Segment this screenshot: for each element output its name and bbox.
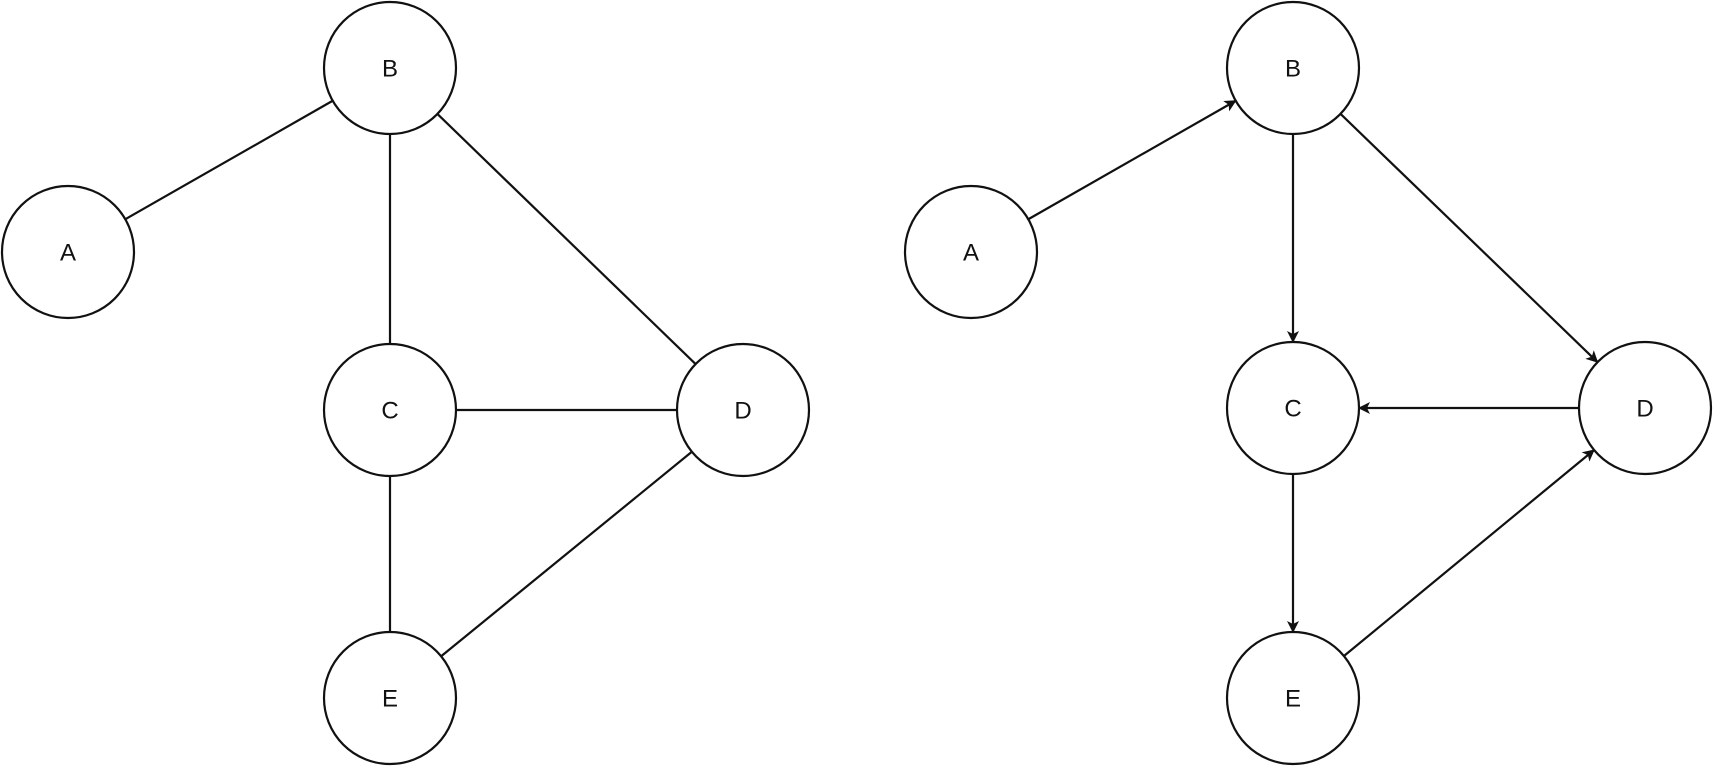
- node-label: B: [1285, 55, 1301, 82]
- node-circle: [0, 184, 136, 320]
- node-c: C: [1225, 340, 1361, 476]
- node-label: E: [1285, 685, 1301, 712]
- arrow-a-b: [1027, 99, 1237, 221]
- node-circle: [322, 630, 458, 766]
- node-circle: [322, 0, 458, 136]
- node-circle: [1225, 0, 1361, 136]
- node-label: C: [1284, 395, 1301, 422]
- node-e: E: [1225, 630, 1361, 766]
- node-circle: [1577, 340, 1713, 476]
- node-b: B: [1225, 0, 1361, 136]
- node-circle: [1225, 630, 1361, 766]
- node-e: E: [322, 630, 458, 766]
- node-circle: [1225, 340, 1361, 476]
- node-d: D: [675, 342, 811, 478]
- node-label: A: [60, 239, 76, 266]
- node-label: C: [381, 397, 398, 424]
- undirected-graph: A B C D E: [0, 0, 811, 766]
- edge-d-e: [440, 450, 693, 658]
- node-label: E: [382, 685, 398, 712]
- node-circle: [903, 184, 1039, 320]
- node-a: A: [903, 184, 1039, 320]
- node-label: D: [734, 397, 751, 424]
- node-d: D: [1577, 340, 1713, 476]
- node-a: A: [0, 184, 136, 320]
- edge-b-d: [436, 113, 697, 365]
- arrow-b-d: [1339, 113, 1599, 363]
- node-circle: [322, 342, 458, 478]
- node-b: B: [322, 0, 458, 136]
- directed-graph: A B C D E: [903, 0, 1713, 766]
- edge-a-b: [124, 99, 334, 221]
- node-label: D: [1636, 395, 1653, 422]
- node-c: C: [322, 342, 458, 478]
- node-label: A: [963, 239, 979, 266]
- node-label: B: [382, 55, 398, 82]
- node-circle: [675, 342, 811, 478]
- arrow-e-d: [1343, 449, 1595, 657]
